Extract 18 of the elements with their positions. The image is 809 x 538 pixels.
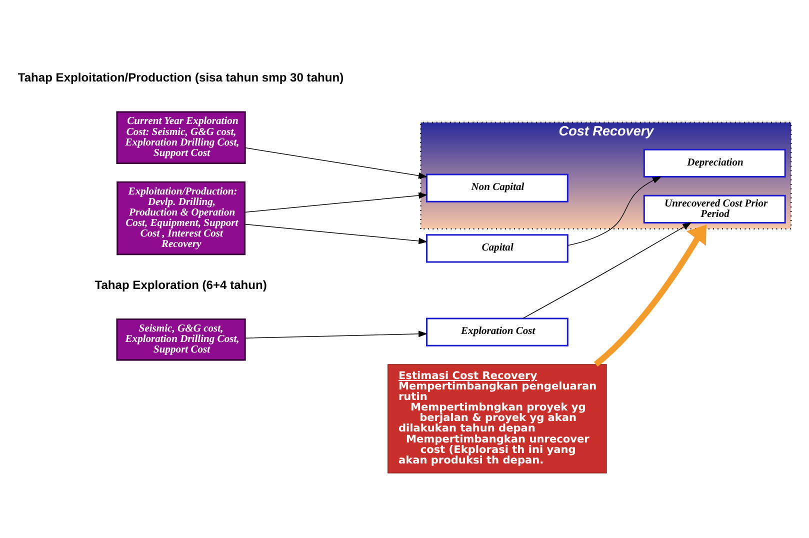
arrow	[244, 146, 428, 178]
arrow	[244, 330, 428, 338]
node-box: Estimasi Cost Recovery Mempertimbangkan pengeluaran rutin Mempertimbngkan proyek yg berjalan & proyek yg akan dilakukan tahun depan Mempertimbangkan unrecover cost (Ekplorasi th ini yang akan produksi th depan.	[388, 364, 607, 473]
label: Tahap Exploration (6+4 tahun)	[94, 277, 267, 292]
arrow	[568, 176, 662, 246]
node-box: Capital	[426, 234, 568, 262]
arrow	[522, 222, 692, 318]
node-box: Exploitation/Production: Devlp. Drilling, Production & Operation Cost, Equipment, Support Cost , Interest Cost Recovery	[116, 180, 246, 255]
arrow	[244, 192, 428, 212]
arrow	[244, 223, 428, 244]
node-box: Unrecovered Cost Prior Period	[643, 194, 786, 224]
node-box: Depreciation	[643, 148, 786, 178]
node-box: Exploration Cost	[426, 317, 568, 346]
node-box: Current Year Exploration Cost: Seismic, G&G cost, Exploration Drilling Cost, Support Cost	[116, 110, 246, 164]
node-box: Non Capital	[426, 173, 568, 202]
arrow	[594, 224, 706, 366]
node-box: Seismic, G&G cost, Exploration Drilling Cost, Support Cost	[116, 318, 246, 360]
label: Tahap Exploitation/Production (sisa tahun smp 30 tahun)	[18, 70, 344, 84]
